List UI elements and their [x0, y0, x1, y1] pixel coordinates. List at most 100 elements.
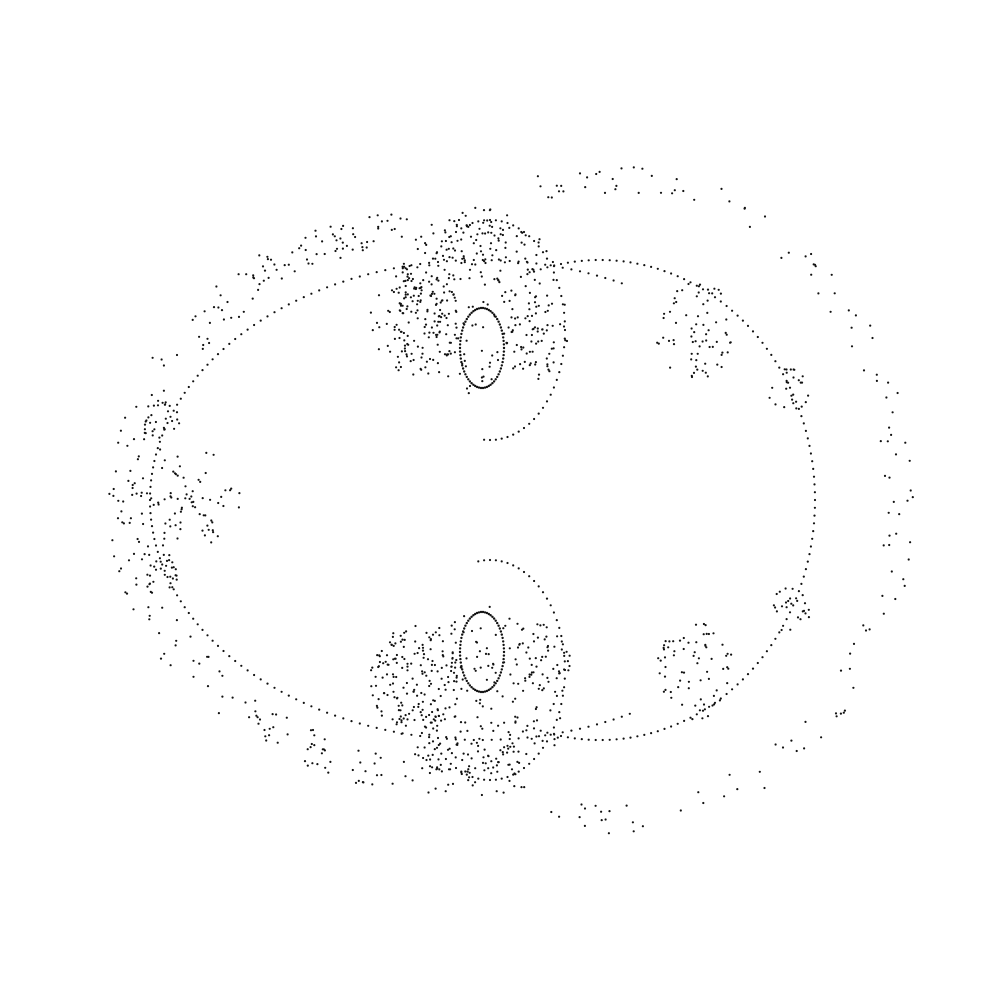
dot [259, 678, 262, 681]
dot [455, 326, 458, 329]
dot [443, 718, 446, 721]
dot [704, 624, 707, 627]
dot [690, 374, 693, 377]
dot [450, 661, 453, 664]
dot [399, 715, 402, 718]
dot [516, 716, 519, 719]
dot [835, 715, 838, 718]
dot [141, 477, 145, 480]
dot [595, 723, 599, 726]
dot [470, 311, 473, 314]
dot [445, 333, 448, 336]
outer-scattered-arc-left [108, 225, 380, 786]
dot [467, 619, 470, 622]
dot [421, 352, 424, 355]
dot [482, 221, 485, 224]
dot [395, 697, 399, 700]
dot [704, 362, 707, 365]
dot [439, 742, 442, 745]
dot [450, 632, 453, 635]
dot [454, 661, 457, 664]
dot [341, 241, 344, 244]
dot [728, 200, 731, 203]
dot [806, 560, 809, 563]
dot [448, 350, 451, 353]
dot [882, 612, 885, 615]
dot [452, 671, 456, 674]
dot [175, 411, 179, 414]
dot [847, 309, 850, 312]
dot [154, 544, 158, 547]
dot [237, 315, 241, 318]
dot [528, 762, 531, 765]
dot [516, 622, 519, 625]
dot [455, 680, 458, 683]
dot [464, 214, 467, 217]
dot [465, 375, 468, 379]
dot [453, 333, 456, 336]
dot [702, 633, 705, 636]
dot [711, 704, 714, 707]
dot [380, 649, 383, 653]
dot [561, 731, 564, 734]
dot [376, 654, 379, 657]
dot [481, 253, 485, 256]
dot [314, 235, 318, 238]
dot [404, 350, 407, 353]
dot [852, 642, 856, 646]
dot [787, 381, 790, 384]
dot [431, 659, 434, 663]
dot [476, 716, 479, 719]
dot [148, 614, 151, 617]
dot [187, 611, 190, 615]
dot [459, 277, 462, 281]
dot [454, 736, 457, 739]
dot [406, 275, 409, 278]
dot [458, 647, 462, 650]
dot [839, 669, 843, 672]
dot [194, 506, 197, 509]
dot [756, 335, 759, 339]
dot [533, 326, 537, 329]
dot [401, 704, 404, 707]
dot [468, 223, 471, 227]
dot [583, 824, 587, 828]
dot [395, 675, 398, 679]
dot [662, 316, 665, 320]
dot [470, 742, 473, 745]
dot [888, 476, 891, 479]
dot [425, 758, 428, 762]
dot [166, 421, 169, 425]
dot [598, 170, 601, 173]
right-upper-mid-cluster [768, 368, 810, 410]
dot [402, 686, 405, 689]
dot [785, 371, 788, 374]
dot [437, 743, 440, 747]
dot [580, 803, 583, 806]
dot [444, 707, 447, 710]
dot [169, 495, 172, 498]
dot [614, 188, 617, 191]
dot [535, 706, 538, 709]
dot [537, 735, 541, 738]
dot [401, 638, 404, 641]
dot [672, 640, 675, 643]
dot [508, 226, 511, 229]
dot [414, 624, 417, 628]
dot [894, 453, 898, 456]
dot [146, 545, 150, 548]
dot [483, 778, 486, 781]
dot [339, 256, 342, 259]
dot [377, 227, 380, 230]
dot [778, 590, 781, 593]
dot [439, 301, 442, 304]
dot [266, 315, 269, 318]
dot [216, 644, 220, 648]
dot [785, 368, 788, 371]
dot [622, 737, 625, 740]
dot [600, 819, 603, 822]
dot [398, 309, 401, 312]
dot [395, 723, 398, 726]
dot [780, 605, 784, 608]
